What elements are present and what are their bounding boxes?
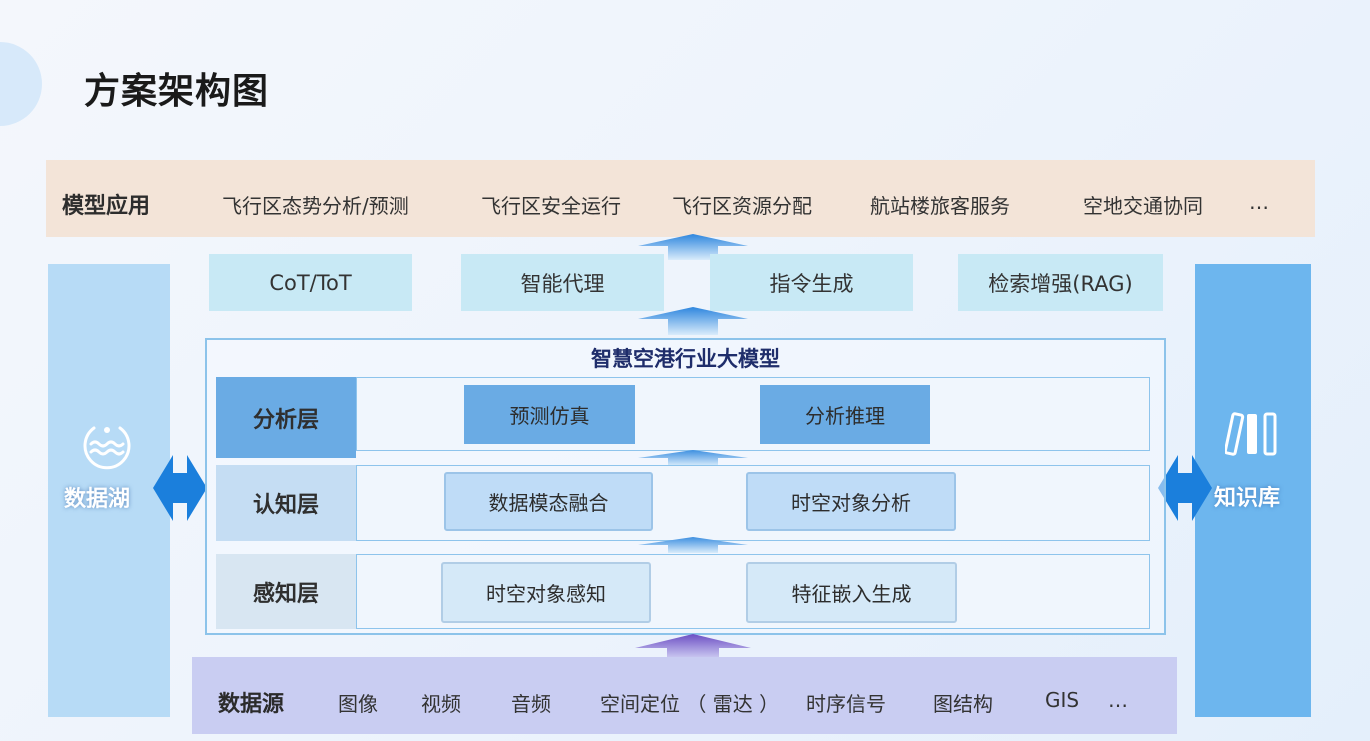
- application-item: 飞行区资源分配: [672, 194, 812, 218]
- up-arrow-icon: [638, 537, 748, 553]
- decorative-circle: [0, 42, 42, 126]
- application-item: 空地交通协同: [1083, 194, 1203, 218]
- data-source-item: GIS: [1045, 688, 1080, 712]
- data-source-label: 数据源: [218, 692, 285, 717]
- knowledge-base-panel: [1195, 264, 1311, 717]
- data-source-item: 图结构: [933, 692, 993, 716]
- layer-function-box: 预测仿真: [464, 385, 635, 444]
- data-lake-panel: [48, 264, 170, 717]
- layer-function-box: 时空对象感知: [441, 562, 651, 623]
- layer-function-box: 特征嵌入生成: [746, 562, 957, 623]
- layer-label: 感知层: [216, 554, 356, 629]
- application-bar: [46, 160, 1315, 237]
- model-title: 智慧空港行业大模型: [591, 347, 780, 371]
- application-item: 飞行区态势分析/预测: [222, 194, 409, 218]
- data-source-item: 空间定位 （ 雷达 ）: [600, 692, 780, 716]
- data-source-item-more: …: [1108, 688, 1128, 712]
- capability-tile: CoT/ToT: [209, 254, 412, 311]
- data-source-item: 视频: [421, 692, 461, 716]
- bidirectional-arrow-icon: [1158, 455, 1212, 521]
- bidirectional-arrow-icon: [153, 455, 207, 521]
- application-label: 模型应用: [62, 194, 151, 219]
- layer-function-box: 时空对象分析: [746, 472, 956, 531]
- layer-function-box: 数据模态融合: [444, 472, 653, 531]
- data-source-item: 音频: [511, 692, 551, 716]
- up-arrow-icon: [635, 634, 751, 660]
- data-source-bar: [192, 657, 1177, 734]
- water-lake-icon: [80, 418, 134, 472]
- layer-label: 认知层: [216, 465, 356, 541]
- layer-function-box: 分析推理: [760, 385, 930, 444]
- up-arrow-icon: [638, 307, 748, 335]
- up-arrow-icon: [638, 450, 748, 466]
- page-title: 方案架构图: [84, 71, 270, 112]
- capability-tile: 智能代理: [461, 254, 664, 311]
- data-source-item: 时序信号: [806, 692, 886, 716]
- data-source-item: 图像: [338, 692, 378, 716]
- application-item: 航站楼旅客服务: [870, 194, 1010, 218]
- up-arrow-icon: [638, 234, 748, 260]
- capability-tile: 检索增强(RAG): [958, 254, 1163, 311]
- data-lake-label: 数据湖: [64, 487, 131, 512]
- books-icon: [1225, 410, 1281, 458]
- knowledge-base-label: 知识库: [1214, 486, 1281, 511]
- capability-tile: 指令生成: [710, 254, 913, 311]
- application-item: 飞行区安全运行: [481, 194, 621, 218]
- application-item-more: …: [1249, 190, 1269, 214]
- layer-label: 分析层: [216, 377, 356, 458]
